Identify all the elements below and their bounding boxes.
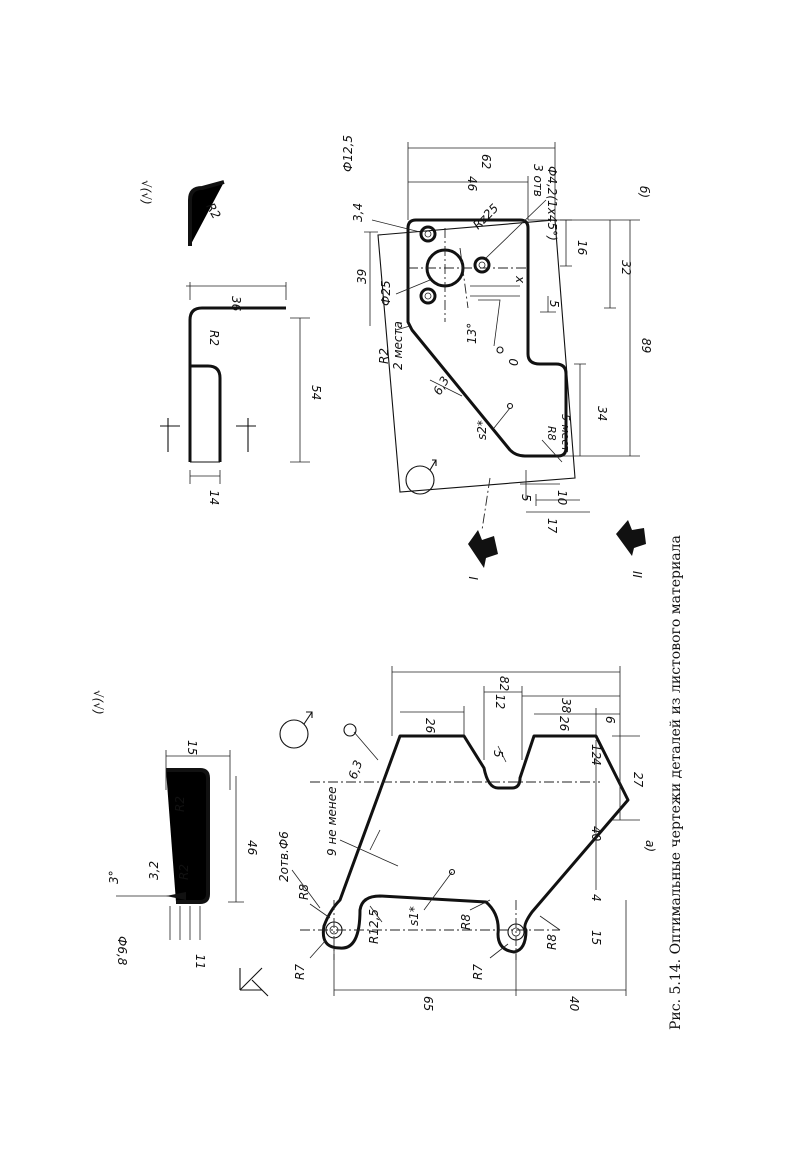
dim-r8-a: R8 (297, 884, 311, 900)
dim-62: 62 (479, 154, 493, 169)
dim-13deg: 13° (465, 323, 479, 344)
dim-r2: R2 (377, 348, 391, 364)
dim-32: 32 (619, 260, 633, 275)
dim-x: х (513, 275, 527, 284)
dim-rz25: Rz25 (470, 201, 501, 232)
dim-dia4-2: Ф4,2(1x45°) (545, 166, 559, 241)
dim-r7-b: R7 (471, 964, 485, 980)
dim-40-b: 40 (589, 826, 603, 842)
dim-r7-a: R7 (293, 964, 307, 980)
dim-dia6-8: Ф6,8 (115, 936, 129, 966)
view-a-flat-pattern: 82 26 12 38 26 6 5 4 12 27 40 4 15 65 40… (277, 666, 657, 1012)
view-label-b: б) (637, 186, 651, 198)
note-min-9: 9 не менее (325, 786, 339, 856)
dim-65: 65 (421, 996, 435, 1011)
dim-dia12-5: Ф12,5 (341, 135, 355, 172)
arrow-ii-icon (616, 520, 646, 556)
view-b-profile: R2 (188, 180, 225, 246)
dim-26-a: 26 (423, 718, 437, 734)
dim-54: 54 (309, 385, 323, 400)
view-a-section: 15 R2 46 3,2 R2 11 Ф6,8 3° (107, 740, 259, 969)
dim-r12-5: R12,5 (367, 909, 381, 944)
dim-r2-b: R2 (203, 201, 223, 222)
view-b-section: 36 R2 54 14 (160, 282, 323, 505)
arrow-label-i: I (467, 576, 481, 580)
dim-6: 6 (603, 716, 617, 724)
dim-36: 36 (229, 296, 243, 312)
note-3-holes: 3 отв (531, 164, 545, 197)
part-label-s1: s1* (407, 906, 421, 926)
dim-17: 17 (545, 518, 559, 534)
view-arrow-icon (239, 967, 269, 997)
dim-89: 89 (639, 338, 653, 353)
view-b-flat-pattern: 62 46 Ф12,5 3,4 Ф4,2(1x45°) 3 отв 39 Ф25… (341, 135, 653, 580)
dim-11: 11 (193, 954, 207, 969)
dim-5-a-view: 5 (491, 750, 505, 758)
dim-r2-a-section: R2 (173, 796, 187, 812)
dim-12-b: 12 (589, 744, 603, 759)
dim-14: 14 (207, 490, 221, 505)
dim-3-2: 3,2 (147, 861, 161, 880)
dim-4-a: 4 (589, 758, 603, 766)
roughness-symbol-a: √(√) (91, 690, 105, 715)
figure-caption: Рис. 5.14. Оптимальные чертежи деталей и… (668, 535, 684, 1030)
dim-38: 38 (559, 698, 573, 714)
dim-3-4: 3,4 (351, 203, 365, 222)
material-thickness-a: 6,3 (346, 758, 366, 781)
dim-12: 12 (493, 694, 507, 709)
dim-39: 39 (355, 269, 369, 284)
dim-r8-b: R8 (459, 914, 473, 930)
dim-46: 46 (465, 176, 479, 192)
dim-0: 0 (507, 358, 521, 366)
dim-r2-b-section: R2 (177, 864, 191, 880)
dim-r8: R8 (545, 426, 558, 441)
dim-r8-c: R8 (545, 934, 559, 950)
dim-40: 40 (567, 996, 581, 1012)
dim-34: 34 (595, 406, 609, 421)
dim-10: 10 (555, 490, 569, 506)
note-2-places: 2 места (391, 321, 405, 370)
dim-46-section: 46 (245, 840, 259, 856)
dim-5-a: 5 (547, 300, 561, 308)
dim-15-a: 15 (589, 930, 603, 945)
dim-27: 27 (631, 772, 645, 788)
note-5-places: 5 мест (559, 414, 572, 453)
part-label-s2: s2* (475, 420, 489, 440)
dim-16: 16 (575, 240, 589, 256)
note-holes-dia6: 2отв.Ф6 (277, 831, 291, 882)
dim-15-section: 15 (185, 740, 199, 755)
dim-r2-a: R2 (207, 330, 221, 346)
dim-4-b: 4 (589, 894, 603, 902)
dim-5-b: 5 (519, 494, 533, 502)
roughness-symbol-b: √(√) (139, 180, 153, 205)
dim-dia25: Ф25 (379, 280, 393, 306)
dim-angle-3deg: 3° (107, 870, 121, 884)
view-label-a: а) (643, 840, 657, 852)
dim-26-b: 26 (557, 716, 571, 732)
arrow-i-icon (468, 530, 498, 568)
arrow-label-ii: II (631, 570, 645, 578)
dim-82: 82 (497, 676, 511, 691)
